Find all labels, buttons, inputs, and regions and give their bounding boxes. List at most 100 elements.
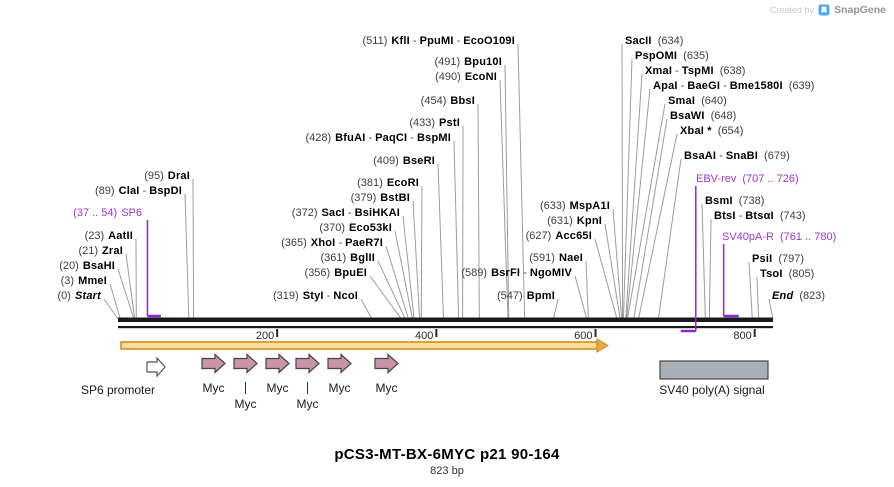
site-name: SacI	[321, 207, 345, 219]
site-name: BaeGI	[687, 80, 721, 92]
site-name: StyI	[302, 290, 324, 302]
site-position: (679)	[764, 150, 790, 162]
site-name: BfuAI	[335, 132, 366, 144]
enzyme-label-tsoi[interactable]: TsoI(805)	[760, 268, 814, 280]
site-name: BsaWI	[670, 110, 705, 122]
enzyme-label-bpmi[interactable]: (547)BpmI	[497, 290, 555, 302]
terminus-label-start[interactable]: (0)Start	[57, 290, 101, 302]
enzyme-label-mspa1i[interactable]: (633)MspA1I	[540, 200, 610, 212]
enzyme-label-aatii[interactable]: (23)AatII	[85, 230, 133, 242]
enzyme-label-eco53ki[interactable]: (370)Eco53kI	[319, 222, 392, 234]
enzyme-label-psii[interactable]: PsiI(797)	[752, 253, 804, 265]
leader-lines-group	[103, 43, 774, 320]
sv40-polya-box[interactable]	[659, 360, 769, 380]
primer-label-sp6[interactable]: (37 .. 54)SP6	[73, 207, 142, 219]
enzyme-label-bseri[interactable]: (409)BseRI	[373, 155, 435, 167]
enzyme-label-psti[interactable]: (433)PstI	[409, 117, 460, 129]
enzyme-label-bbsi[interactable]: (454)BbsI	[421, 95, 475, 107]
region-arrow-head[interactable]	[596, 338, 609, 353]
leader-line	[626, 88, 651, 320]
enzyme-label-bsmi[interactable]: BsmI(738)	[705, 195, 764, 207]
enzyme-label-styi[interactable]: (319)StyI-NcoI	[273, 290, 358, 302]
enzyme-label-bglii[interactable]: (361)BglII	[320, 252, 375, 264]
enzyme-label-bsrfi[interactable]: (589)BsrFI-NgoMIV	[461, 267, 572, 279]
enzyme-label-smai[interactable]: SmaI(640)	[668, 95, 727, 107]
enzyme-label-bsahi[interactable]: (20)BsaHI	[59, 260, 115, 272]
leader-line	[622, 58, 633, 320]
site-name: ZraI	[102, 245, 123, 257]
myc-arrow-5[interactable]	[327, 353, 352, 374]
site-position: (433)	[409, 117, 436, 129]
enzyme-label-ecori[interactable]: (381)EcoRI	[357, 177, 419, 189]
enzyme-label-acc65i[interactable]: (627)Acc65I	[526, 230, 592, 242]
leader-line	[377, 260, 406, 320]
myc-arrow-3[interactable]	[265, 353, 290, 374]
myc-arrow-4[interactable]	[295, 353, 320, 374]
site-name: ClaI	[118, 185, 140, 197]
enzyme-label-pspomi[interactable]: PspOMI(635)	[635, 50, 709, 62]
enzyme-label-clai[interactable]: (89)ClaI-BspDI	[95, 185, 182, 197]
enzyme-label-mmei[interactable]: (3)MmeI	[61, 275, 107, 287]
site-name: Start	[74, 290, 101, 302]
enzyme-label-bstbi[interactable]: (379)BstBI	[351, 192, 410, 204]
site-name: Eco53kI	[349, 222, 392, 234]
site-position: (319)	[273, 290, 299, 302]
leader-line	[625, 73, 643, 320]
enzyme-label-bfuai[interactable]: (428)BfuAI-PaqCI-BspMI	[305, 132, 451, 144]
site-name: BpmI	[526, 290, 555, 302]
enzyme-label-kpni[interactable]: (631)KpnI	[547, 215, 602, 227]
site-name: NgoMIV	[529, 267, 572, 279]
site-position: (365)	[281, 237, 307, 249]
enzyme-label-bpu10i[interactable]: (491)Bpu10I	[434, 56, 502, 68]
site-name-separator: -	[326, 290, 331, 302]
title-block: pCS3-MT-BX-6MYC p21 90-164 823 bp	[0, 446, 894, 477]
site-name-separator: -	[523, 267, 527, 279]
leader-line	[626, 103, 666, 320]
myc-arrow-6[interactable]	[374, 353, 399, 374]
site-name: BsrFI	[491, 267, 521, 279]
region-arrow-body[interactable]	[120, 341, 598, 350]
backbone-line-bottom	[118, 326, 773, 329]
leader-line	[604, 223, 621, 320]
enzyme-label-econi[interactable]: (490)EcoNI	[435, 71, 497, 83]
enzyme-label-bsawi[interactable]: BsaWI(648)	[670, 110, 736, 122]
watermark: Created by SnapGene	[770, 4, 886, 16]
site-name: Bpu10I	[464, 56, 502, 68]
leader-line	[437, 163, 445, 320]
site-position: (639)	[788, 80, 815, 92]
enzyme-label-zrai[interactable]: (21)ZraI	[78, 245, 123, 257]
enzyme-label-saci[interactable]: (372)SacI-BsiHKAI	[292, 207, 400, 219]
site-name: XmaI	[645, 65, 673, 77]
myc-arrow-2[interactable]	[233, 353, 258, 374]
enzyme-label-btsi[interactable]: BtsI-BtsαI(743)	[714, 210, 806, 222]
site-position: (631)	[547, 215, 573, 227]
enzyme-label-xmai[interactable]: XmaI-TspMI(638)	[645, 65, 745, 77]
enzyme-label-kfli[interactable]: (511)KflI-PpuMI-EcoO109I	[363, 35, 516, 47]
enzyme-label-bpuei[interactable]: (356)BpuEI	[305, 267, 367, 279]
site-name: PaqCI	[375, 132, 408, 144]
enzyme-label-xhoi[interactable]: (365)XhoI-PaeR7I	[281, 237, 383, 249]
sp6-promoter-arrow[interactable]	[146, 356, 166, 378]
enzyme-label-bsaai[interactable]: BsaAI-SnaBI(679)	[684, 150, 790, 162]
myc-label-6: Myc	[375, 381, 398, 395]
site-name: BsmI	[705, 195, 733, 207]
myc-arrow-1[interactable]	[201, 353, 226, 374]
site-name: MspA1I	[569, 200, 610, 212]
leader-line	[394, 230, 413, 320]
primer-label-sv40par[interactable]: SV40pA-R(761 .. 780)	[722, 231, 836, 243]
leader-line	[402, 215, 415, 320]
enzyme-label-apai[interactable]: ApaI-BaeGI-Bme1580I(639)	[653, 80, 814, 92]
leader-line	[585, 260, 589, 320]
enzyme-label-naei[interactable]: (591)NaeI	[529, 252, 583, 264]
enzyme-label-drai[interactable]: (95)DraI	[144, 170, 190, 182]
site-name: PspOMI	[635, 50, 678, 62]
primer-label-ebvrev[interactable]: EBV-rev(707 .. 726)	[696, 173, 799, 185]
enzyme-label-sacii[interactable]: SacII(634)	[625, 35, 683, 47]
site-name-separator: -	[347, 207, 352, 219]
leader-line	[453, 140, 460, 320]
site-name: AatII	[108, 230, 133, 242]
terminus-label-end[interactable]: End(823)	[772, 290, 825, 302]
plasmid-length: 823 bp	[430, 465, 464, 477]
leader-line	[708, 218, 712, 320]
enzyme-label-xbai[interactable]: XbaI *(654)	[680, 125, 743, 137]
